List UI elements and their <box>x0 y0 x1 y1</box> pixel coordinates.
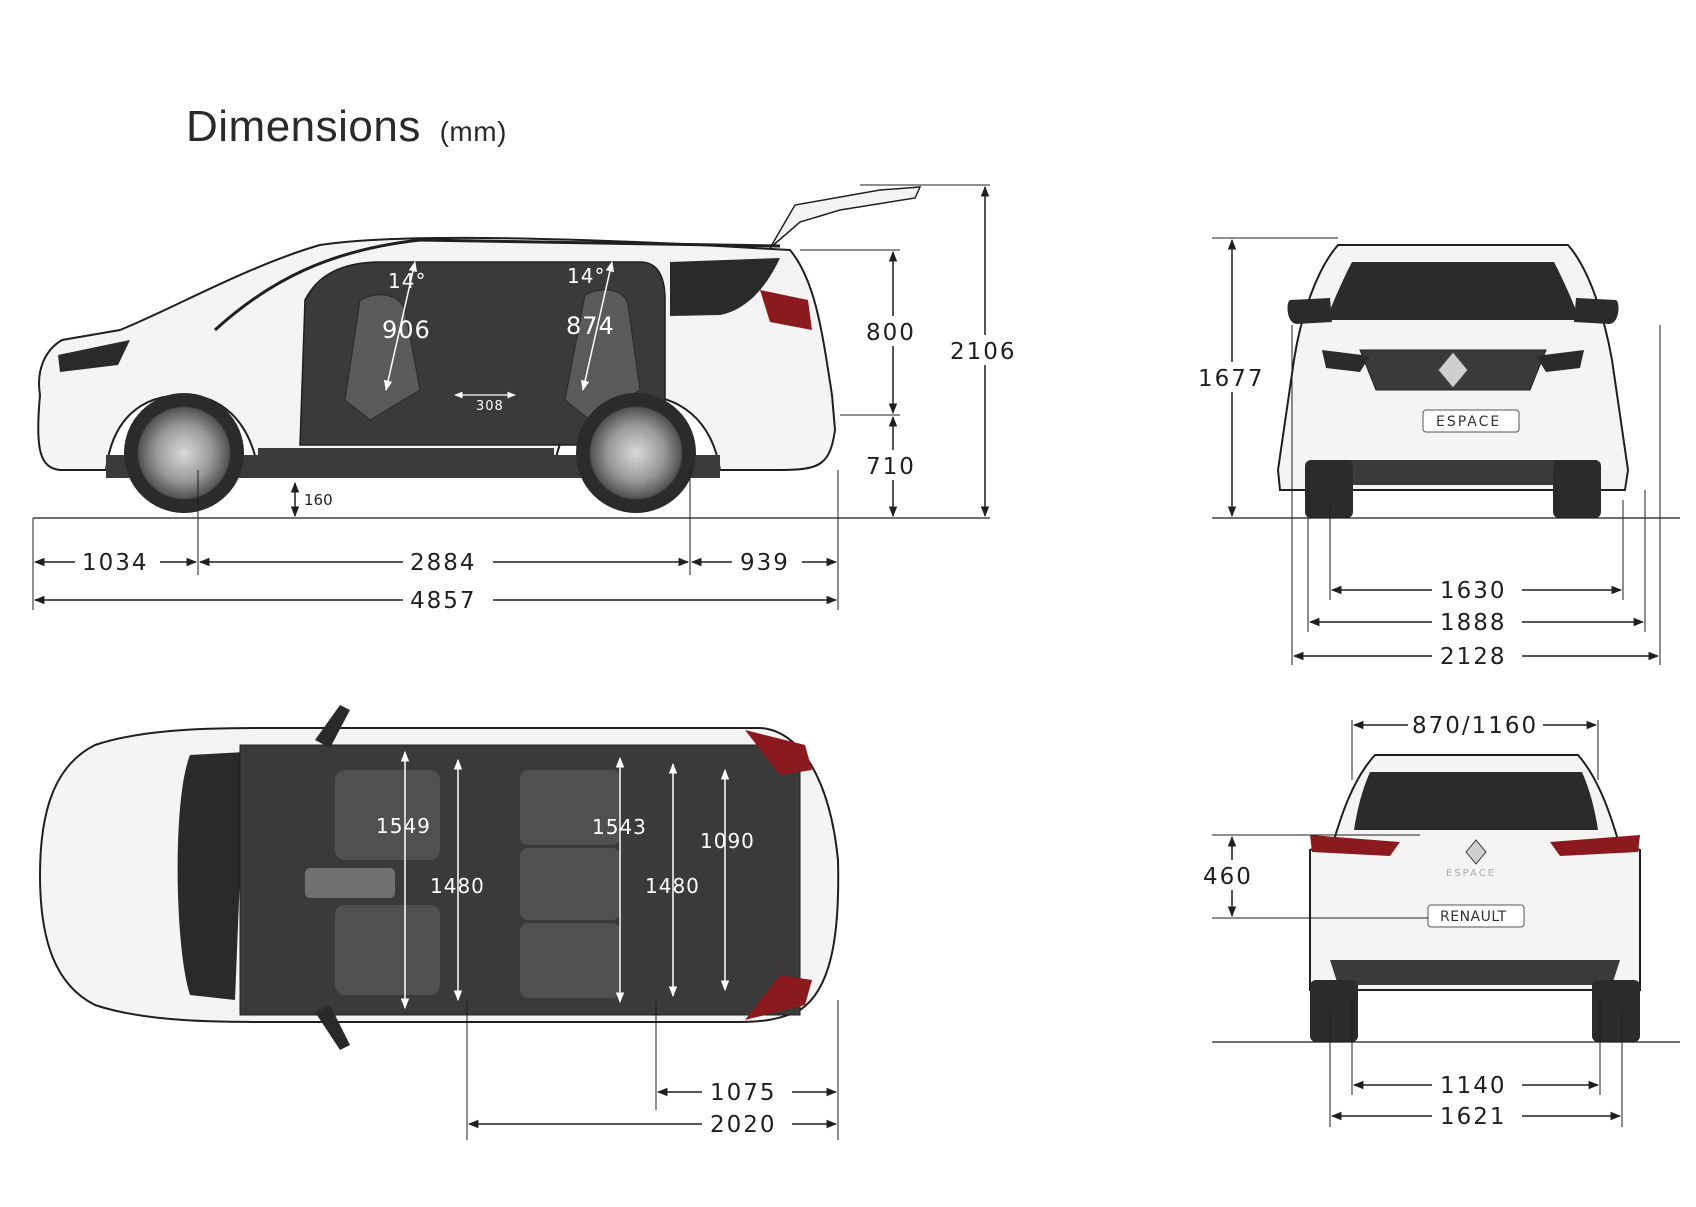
rear-track-inner: 1140 <box>1440 1073 1507 1099</box>
hip-width-front: 1480 <box>430 874 485 898</box>
rear-light-left <box>1310 835 1400 856</box>
front-height: 1677 <box>1198 366 1265 392</box>
top-mirror-right <box>315 1005 350 1050</box>
rear-track: 1621 <box>1440 1104 1507 1130</box>
ground-clearance: 160 <box>304 491 333 509</box>
headroom-rear: 874 <box>566 312 615 340</box>
front-view: ESPACE 1677 1630 1888 2128 <box>1195 237 1680 670</box>
headroom-front: 906 <box>382 316 431 344</box>
height-open-tailgate: 2106 <box>950 339 1017 365</box>
side-front-rim <box>137 406 231 500</box>
title-unit: (mm) <box>439 116 507 147</box>
front-mirror-left <box>1287 298 1332 324</box>
load-length: 2020 <box>710 1112 777 1138</box>
front-plate <box>1422 409 1520 433</box>
boot-opening-height: 800 <box>866 320 916 346</box>
rear-view: ESPACE RENAULT 870/1160 460 1140 1621 <box>1200 710 1680 1130</box>
title-text: Dimensions <box>186 102 421 151</box>
top-windscreen <box>177 752 245 1000</box>
top-view: 1549 1480 1543 1480 1090 1075 2020 <box>38 705 840 1140</box>
rear-wheel-right <box>1592 980 1640 1042</box>
top-seat-rear-2 <box>520 848 620 920</box>
elbow-width-front: 1549 <box>376 814 431 838</box>
side-tail-light <box>760 290 812 330</box>
top-console <box>305 868 395 898</box>
rear-window <box>1354 772 1598 830</box>
top-tail-right <box>745 975 812 1020</box>
seat-gap: 308 <box>476 399 504 414</box>
boot-length: 1075 <box>710 1080 777 1106</box>
rear-wheel-left <box>1310 980 1358 1042</box>
side-rear-window <box>670 258 780 316</box>
front-overhang: 1034 <box>82 550 149 576</box>
width-mirrors: 2128 <box>1440 644 1507 670</box>
front-wheel-left <box>1305 460 1353 518</box>
front-plate-text: ESPACE <box>1436 414 1501 430</box>
sill-height: 710 <box>866 454 916 480</box>
side-view: 14° 14° 906 874 308 160 800 710 2106 103… <box>32 184 1025 614</box>
headroom-rear-arrow <box>580 260 615 392</box>
front-track: 1630 <box>1440 578 1507 604</box>
width-no-mirrors: 1888 <box>1440 610 1507 636</box>
front-windscreen <box>1326 262 1580 320</box>
headroom-front-arrow <box>383 260 418 392</box>
top-tail-left <box>745 730 812 775</box>
top-seat-front-l <box>335 770 440 860</box>
rear-overhang: 939 <box>740 550 790 576</box>
boot-width: 1090 <box>700 829 755 853</box>
front-headlight-left <box>1322 350 1370 372</box>
rear-diffuser <box>1330 960 1620 985</box>
side-sill <box>106 448 720 478</box>
rear-light-right <box>1550 835 1640 856</box>
seat-angle-front: 14° <box>388 269 426 293</box>
top-seat-front-r <box>335 905 440 995</box>
front-lower-bumper <box>1310 460 1596 485</box>
side-open-tailgate <box>769 186 922 249</box>
rear-plate-text: RENAULT <box>1440 909 1507 925</box>
side-head-light <box>58 340 130 372</box>
rear-badge: ESPACE <box>1446 868 1496 879</box>
top-seat-rear-3 <box>520 923 620 998</box>
rear-logo <box>1465 839 1487 865</box>
rear-plate <box>1427 904 1525 928</box>
wheelbase: 2884 <box>410 550 477 576</box>
side-roof <box>213 238 781 332</box>
side-rear-rim <box>589 406 683 500</box>
elbow-width-rear: 1543 <box>592 815 647 839</box>
top-seat-rear-1 <box>520 770 620 845</box>
seat-angle-rear: 14° <box>567 264 605 288</box>
front-headlight-right <box>1536 350 1584 372</box>
top-mirror-left <box>315 705 350 748</box>
hip-width-rear: 1480 <box>645 874 700 898</box>
front-wheel-right <box>1553 460 1601 518</box>
boot-aperture-width: 870/1160 <box>1412 713 1538 739</box>
page-title: Dimensions (mm) <box>186 102 507 152</box>
front-mirror-right <box>1574 298 1619 324</box>
front-logo <box>1437 351 1469 389</box>
overall-length: 4857 <box>410 588 477 614</box>
boot-lip-height: 460 <box>1203 864 1253 890</box>
